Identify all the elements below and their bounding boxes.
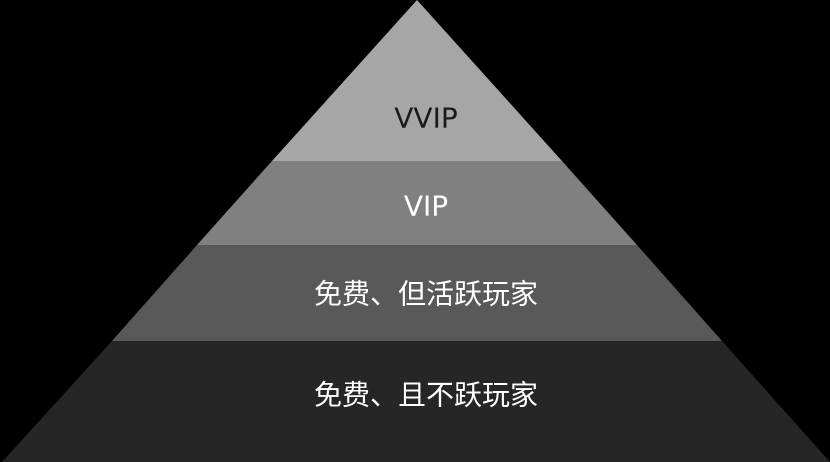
tier-vvip-label: VVIP	[394, 102, 457, 135]
tier-free-active: 免费、但活跃玩家	[112, 245, 722, 341]
tier-free-inactive-shape	[2, 341, 830, 462]
tier-vip: VIP	[197, 161, 637, 245]
tier-vvip: VVIP	[272, 0, 562, 161]
tier-vip-label: VIP	[404, 190, 448, 223]
tier-free-active-shape	[112, 245, 722, 341]
tier-free-inactive: 免费、且不跃玩家	[2, 341, 830, 462]
tier-vip-shape	[197, 161, 637, 245]
tier-free-inactive-label: 免费、且不跃玩家	[314, 379, 538, 412]
tier-vvip-shape	[272, 0, 562, 161]
tier-free-active-label: 免费、但活跃玩家	[314, 278, 538, 311]
